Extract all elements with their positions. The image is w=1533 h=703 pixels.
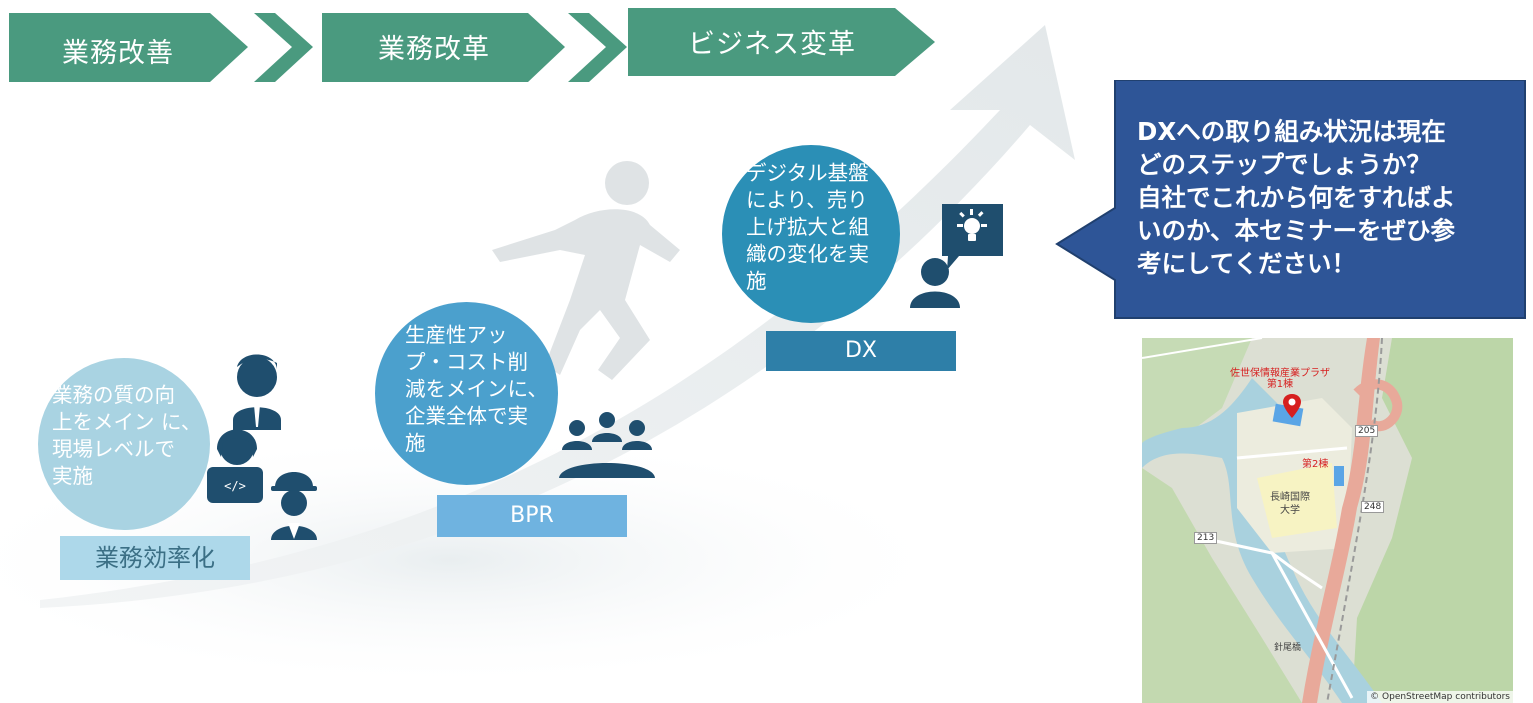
step2-description: 生産性アッ プ・コスト削 減をメインに、 企業全体で実 施 [405, 323, 548, 455]
step3-label: DX [766, 331, 956, 371]
map-label-university: 長崎国際 大学 [1270, 492, 1310, 516]
map-road-248: 248 [1361, 501, 1385, 513]
map-label-bridge: 針尾橋 [1274, 643, 1302, 653]
svg-text:</>: </> [224, 479, 246, 493]
speech-callout [1055, 80, 1526, 319]
stage-arrow-1a [254, 13, 313, 82]
stage-chevron-3 [628, 8, 935, 76]
step3-description: デジタル基盤 により、売り 上げ拡大と組 織の変化を実 施 [746, 161, 869, 293]
map-label-building1: 佐世保情報産業プラザ 第1棟 [1230, 368, 1330, 390]
stage-label-2: 業務改革 [378, 34, 490, 65]
runner-figure [492, 161, 680, 380]
stage-label-1: 業務改善 [62, 38, 174, 69]
step2-label: BPR [437, 495, 627, 537]
stage-chevron-1 [9, 13, 248, 82]
stage-label-3: ビジネス変革 [688, 29, 856, 60]
location-map: 佐世保情報産業プラザ 第1棟 第2棟 長崎国際 大学 205 248 213 針… [1142, 338, 1513, 703]
step3-circle: デジタル基盤 により、売り 上げ拡大と組 織の変化を実 施 [722, 145, 900, 323]
step1-label: 業務効率化 [60, 536, 250, 580]
step2-circle: 生産性アッ プ・コスト削 減をメインに、 企業全体で実 施 [375, 302, 558, 485]
stage-arrow-2a [568, 13, 627, 82]
map-road-205: 205 [1355, 425, 1379, 437]
map-graphic [1142, 338, 1513, 703]
stage-chevron-2 [322, 13, 565, 82]
callout-message: DXへの取り組み状況は現在 どのステップでしょうか？ 自社でこれから何をすればよ… [1137, 117, 1456, 278]
step1-description: 業務の質の向 上をメイン に、 現場レベルで 実施 [52, 383, 202, 488]
idea-person-icon [910, 204, 1003, 308]
map-road-213: 213 [1194, 532, 1218, 544]
people-icon: </> [207, 354, 317, 540]
meeting-group-icon [559, 412, 655, 478]
map-label-building2: 第2棟 [1302, 459, 1329, 470]
map-attribution[interactable]: © OpenStreetMap contributors [1367, 691, 1513, 703]
step1-circle: 業務の質の向 上をメイン に、 現場レベルで 実施 [38, 358, 210, 530]
map-pin-icon [1283, 394, 1301, 418]
